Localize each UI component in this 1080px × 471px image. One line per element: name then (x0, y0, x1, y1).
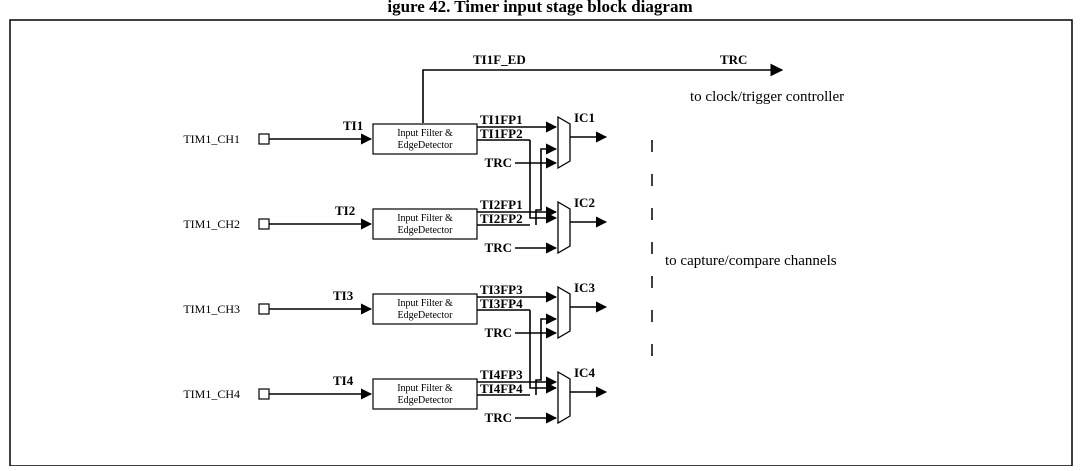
pin-square (258, 218, 270, 230)
trc-label: TRC (485, 240, 512, 255)
pin-label: TIM1_CH4 (183, 387, 240, 401)
pin-label: TIM1_CH1 (183, 132, 240, 146)
trc-label: TRC (485, 155, 512, 170)
ic-label: IC3 (574, 280, 595, 295)
filter-label-line1: Input Filter & (397, 128, 453, 139)
input-filter-box (372, 293, 478, 325)
pin-label: TIM1_CH2 (183, 217, 240, 231)
ic-label: IC1 (574, 110, 595, 125)
cross-wire (529, 310, 558, 394)
ti-label: TI3 (333, 288, 354, 303)
input-mux (557, 200, 571, 255)
cross-wire (529, 140, 558, 224)
fp-a-label: TI4FP3 (480, 367, 523, 382)
trc-top-label: TRC (720, 52, 747, 67)
pin-square (258, 303, 270, 315)
fp-a-label: TI1FP1 (480, 112, 523, 127)
fp-a-label: TI3FP3 (480, 282, 523, 297)
ti-label: TI2 (335, 203, 355, 218)
cross-wire (535, 143, 558, 225)
input-mux (557, 115, 571, 170)
fp-a-label: TI2FP1 (480, 197, 523, 212)
fp-b-label: TI1FP2 (480, 126, 523, 141)
filter-label-line2: EdgeDetector (398, 310, 454, 321)
pin-label: TIM1_CH3 (183, 302, 240, 316)
filter-label-line1: Input Filter & (397, 213, 453, 224)
input-mux (557, 285, 571, 340)
fp-b-label: TI4FP4 (480, 381, 523, 396)
clock-trigger-destination: to clock/trigger controller (690, 89, 844, 105)
ic-label: IC2 (574, 195, 595, 210)
input-filter-box (372, 123, 478, 155)
filter-label-line1: Input Filter & (397, 298, 453, 309)
ic-label: IC4 (574, 365, 595, 380)
figure-caption: igure 42. Timer input stage block diagra… (387, 0, 692, 16)
capture-compare-note: to capture/compare channels (665, 253, 837, 269)
filter-label-line2: EdgeDetector (398, 225, 454, 236)
filter-label-line2: EdgeDetector (398, 140, 454, 151)
fp-b-label: TI3FP4 (480, 296, 523, 311)
trc-label: TRC (485, 325, 512, 340)
pin-square (258, 388, 270, 400)
input-filter-box (372, 208, 478, 240)
ti-label: TI1 (343, 118, 363, 133)
diagram-frame (9, 19, 1073, 467)
fp-b-label: TI2FP2 (480, 211, 523, 226)
ti-label: TI4 (333, 373, 354, 388)
pin-square (258, 133, 270, 145)
ti1f-ed-wire (422, 63, 784, 123)
ti1f-ed-label: TI1F_ED (473, 52, 526, 67)
input-mux (557, 370, 571, 425)
filter-label-line2: EdgeDetector (398, 395, 454, 406)
cross-wire (535, 313, 558, 395)
trc-label: TRC (485, 410, 512, 425)
filter-label-line1: Input Filter & (397, 383, 453, 394)
input-filter-box (372, 378, 478, 410)
